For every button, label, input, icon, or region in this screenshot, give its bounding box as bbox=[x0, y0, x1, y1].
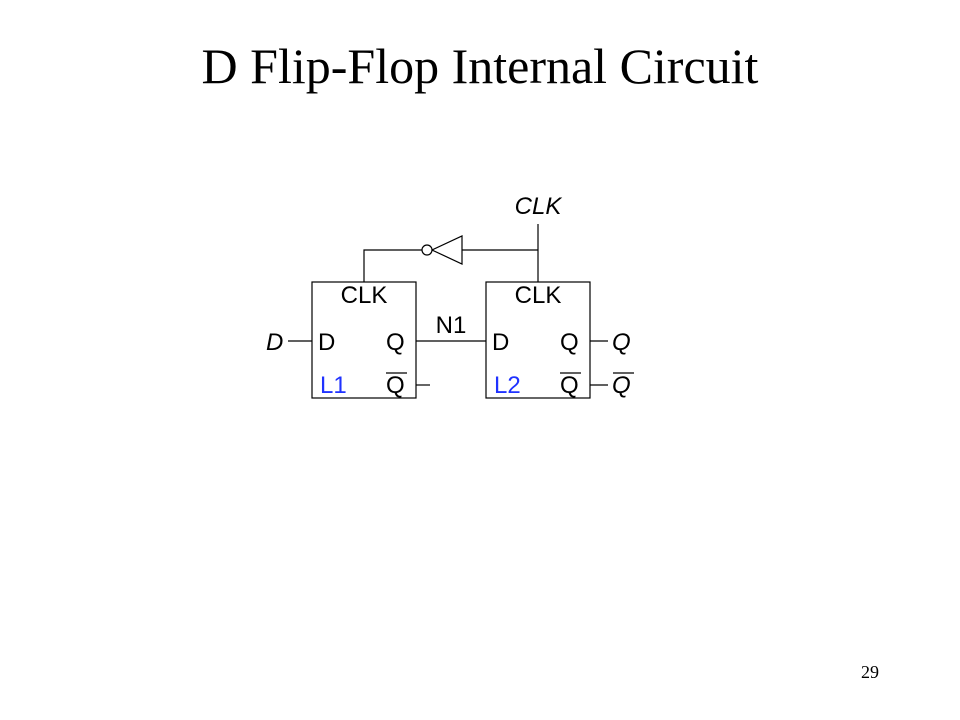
latch-l1-clk-pin: CLK bbox=[341, 282, 388, 309]
latch-l2-qbar-pin: Q bbox=[560, 372, 579, 399]
inverter-gate bbox=[430, 235, 463, 265]
slide-number: 29 bbox=[861, 662, 879, 682]
slide-title: D Flip-Flop Internal Circuit bbox=[201, 38, 759, 94]
latch-l1-d-pin: D bbox=[318, 329, 335, 356]
latch-l2-clk-pin: CLK bbox=[515, 282, 562, 309]
latch-l1-box bbox=[311, 281, 417, 399]
n1-node-label: N1 bbox=[436, 312, 467, 339]
d-input-label: D bbox=[266, 329, 283, 356]
latch-l1-qbar-pin: Q bbox=[386, 372, 405, 399]
inverted-clk-wire bbox=[363, 249, 422, 282]
latch-l2-name: L2 bbox=[494, 372, 521, 399]
latch-l2-d-pin: D bbox=[492, 329, 509, 356]
latch-l1-name: L1 bbox=[320, 372, 347, 399]
latch-l2-q-pin: Q bbox=[560, 329, 579, 356]
qbar-output-label: Q bbox=[612, 372, 631, 399]
clk-input-label: CLK bbox=[515, 193, 563, 220]
latch-l2-box bbox=[485, 281, 591, 399]
inverter-bubble bbox=[421, 244, 433, 256]
latch-l1-q-pin: Q bbox=[386, 329, 405, 356]
q-output-label: Q bbox=[612, 329, 631, 356]
